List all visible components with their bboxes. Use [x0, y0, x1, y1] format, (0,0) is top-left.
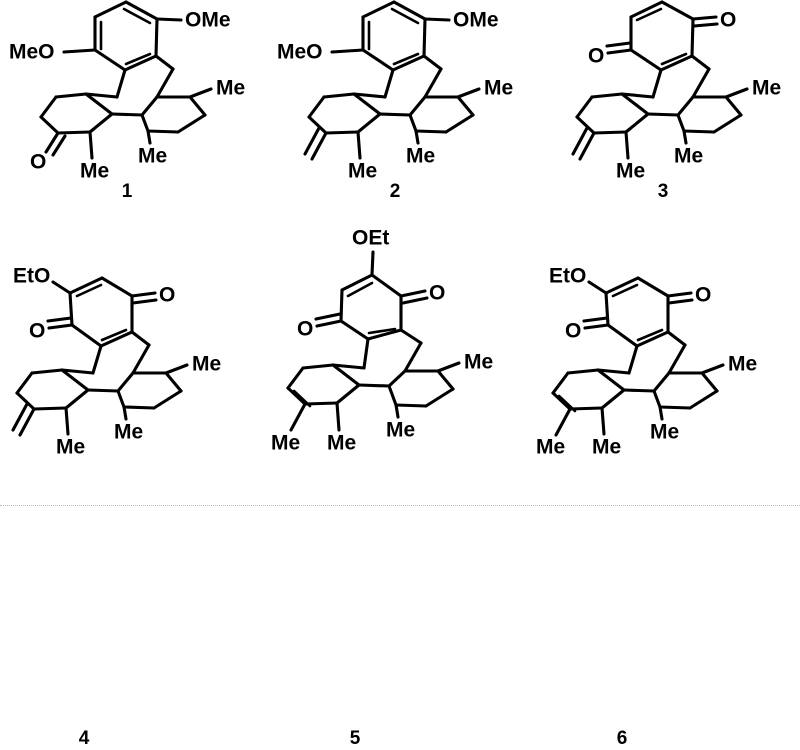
aromatic-ring-1 [93, 0, 159, 72]
structure-3: O O Me Me Me 3 [536, 0, 800, 202]
compound-number-4: 4 [78, 728, 90, 749]
label-quinone-o-right-6: O [695, 284, 711, 307]
methyl-bonds-1 [88, 129, 152, 160]
label-me-vinyl-5: Me [271, 432, 300, 455]
label-eto-6: EtO [549, 265, 586, 288]
label-me-right-3: Me [752, 77, 781, 100]
label-me-front-3: Me [616, 160, 645, 183]
label-me-back-4: Me [114, 421, 143, 444]
methoxy-bonds-1 [62, 17, 183, 54]
label-me-right-2: Me [484, 77, 513, 100]
ethoxy-bond-4 [51, 280, 72, 295]
label-eto-4: EtO [13, 265, 50, 288]
exocyclic-methylene-4 [11, 402, 36, 437]
label-ome-1: OMe [185, 9, 231, 32]
structure-6-drawing: EtO O O Me Me Me Me [536, 265, 757, 459]
vinyl-methyl-bond-6 [554, 407, 572, 437]
quinone-carbonyls-6 [582, 291, 694, 330]
structure-4: EtO O O Me Me Me 4 [0, 258, 270, 749]
compound-number-3: 3 [657, 181, 669, 202]
label-me-right-5: Me [464, 351, 493, 374]
label-me-front-1: Me [80, 160, 109, 183]
compound-number-2: 2 [389, 181, 401, 202]
methyl-bonds-5 [335, 401, 400, 432]
methyl-bonds-4 [64, 405, 128, 436]
label-me-back-6: Me [650, 421, 679, 444]
label-me-right-4: Me [192, 353, 221, 376]
atom-labels-5: OEt O O Me Me Me Me [271, 227, 493, 455]
quinone-carbonyls-3 [605, 15, 719, 55]
quinone-carbonyls-5 [314, 289, 429, 328]
decalin-core-1 [39, 54, 213, 135]
methoxy-bonds-2 [330, 17, 451, 54]
exocyclic-methylene-2 [303, 126, 328, 161]
vinyl-methyl-bond-5 [289, 402, 307, 432]
decalin-core-4 [15, 330, 189, 411]
methyl-bonds-2 [356, 129, 420, 160]
label-me-right-1: Me [216, 77, 245, 100]
label-quinone-o-left-4: O [29, 320, 45, 343]
ring-alkene-6 [557, 394, 577, 413]
quinone-ring-3 [629, 0, 695, 72]
label-me-back-3: Me [674, 145, 703, 168]
ethoxy-bond-5 [370, 250, 375, 277]
methyl-bonds-3 [624, 129, 688, 160]
label-quinone-o-top-3: O [720, 9, 736, 32]
ketone-1 [44, 131, 67, 157]
quinone-ring-4 [68, 276, 134, 348]
methyl-bonds-6 [600, 405, 664, 436]
structure-4-drawing: EtO O O Me Me Me [11, 265, 221, 459]
structure-2: MeO OMe Me Me Me 2 [268, 0, 538, 202]
compound-number-5: 5 [349, 728, 361, 749]
label-me-back-1: Me [138, 145, 167, 168]
exocyclic-methylene-3 [571, 126, 596, 161]
structure-2-drawing: MeO OMe Me Me Me [277, 0, 513, 183]
label-oet-5: OEt [352, 227, 389, 250]
atom-labels-1: MeO OMe O Me Me Me [9, 9, 245, 183]
footer-rule [0, 504, 800, 506]
label-quinone-o-left-6: O [565, 320, 581, 343]
ethoxy-bond-6 [587, 280, 608, 295]
decalin-core-6 [551, 330, 725, 411]
ring-alkene-5 [292, 389, 312, 408]
structure-5-drawing: OEt O O Me Me Me Me [271, 227, 493, 455]
label-me-front-5: Me [327, 432, 356, 455]
label-quinone-o-right-5: O [429, 282, 445, 305]
decalin-core-2 [307, 54, 481, 135]
decalin-core-5 [286, 328, 461, 408]
label-quinone-o-right-4: O [159, 284, 175, 307]
label-ketone-o-1: O [30, 151, 46, 174]
label-me-front-2: Me [348, 160, 377, 183]
label-ome-2: OMe [453, 9, 499, 32]
label-meo-1: MeO [9, 41, 55, 64]
structure-6: EtO O O Me Me Me Me 6 [536, 258, 800, 749]
quinone-ring-6 [604, 276, 670, 348]
label-me-back-5: Me [386, 419, 415, 442]
label-meo-2: MeO [277, 41, 323, 64]
label-me-front-4: Me [56, 436, 85, 459]
label-quinone-o-left-3: O [588, 45, 604, 68]
atom-labels-4: EtO O O Me Me Me [13, 265, 221, 459]
compound-number-1: 1 [121, 181, 133, 202]
label-me-back-2: Me [406, 145, 435, 168]
atom-labels-6: EtO O O Me Me Me Me [536, 265, 757, 459]
structure-1-drawing: MeO OMe O Me Me Me [9, 0, 245, 183]
structure-3-drawing: O O Me Me Me [571, 0, 781, 183]
label-me-front-6: Me [592, 436, 621, 459]
label-quinone-o-left-5: O [297, 318, 313, 341]
label-me-right-6: Me [728, 353, 757, 376]
aromatic-ring-2 [361, 0, 427, 72]
compound-number-6: 6 [616, 728, 628, 749]
decalin-core-3 [575, 54, 749, 135]
atom-labels-3: O O Me Me Me [588, 9, 781, 183]
label-me-vinyl-6: Me [536, 436, 565, 459]
atom-labels-2: MeO OMe Me Me Me [277, 9, 513, 183]
quinone-carbonyls-4 [46, 291, 158, 330]
quinone-ring-5 [339, 273, 403, 341]
structure-5: OEt O O Me Me Me Me 5 [268, 227, 538, 749]
structure-1: MeO OMe O Me Me Me 1 [0, 0, 270, 202]
